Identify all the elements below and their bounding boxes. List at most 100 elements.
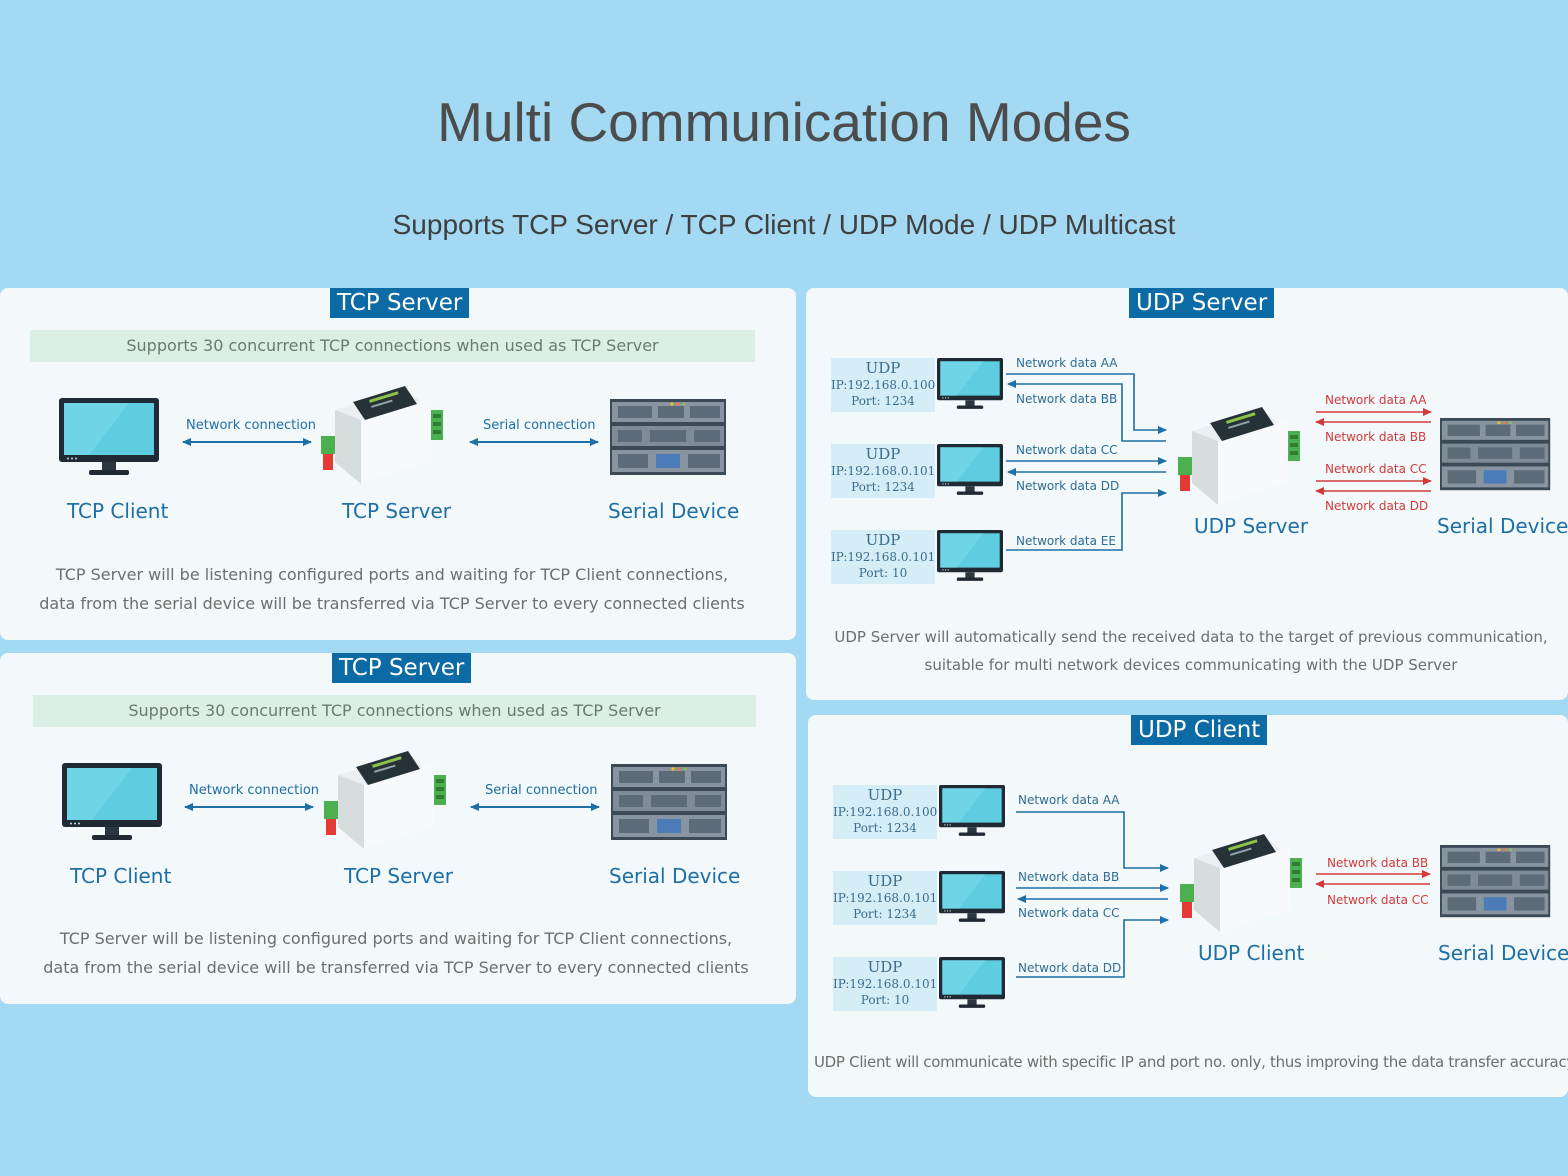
panel-description: UDP Server will automatically send the r… — [806, 623, 1568, 679]
udp-host-ip: IP:192.168.0.101 — [833, 977, 938, 991]
udp-host-box: UDP IP:192.168.0.101 Port: 1234 — [833, 871, 937, 925]
monitor-icon — [939, 871, 1005, 922]
udp-server-panel: UDP Server UDP IP:192.168.0.100 Port: 12… — [806, 288, 1568, 700]
udp-host-box: UDP IP:192.168.0.101 Port: 1234 — [831, 444, 935, 498]
monitor-icon — [62, 763, 162, 840]
monitor-icon — [937, 358, 1003, 409]
panel-title: TCP Server — [332, 653, 472, 683]
monitor-icon — [937, 530, 1003, 581]
udp-host-proto: UDP — [865, 445, 901, 463]
panel-description: UDP Client will communicate with specifi… — [814, 1053, 1568, 1071]
serial-link-label: Network data AA — [1325, 393, 1427, 407]
udp-host-box: UDP IP:192.168.0.101 Port: 10 — [833, 957, 937, 1011]
link-label: Network data EE — [1016, 534, 1116, 548]
udp-host-port: Port: 1234 — [853, 907, 917, 921]
udp-host-proto: UDP — [867, 872, 903, 890]
link-label: Network data DD — [1016, 479, 1120, 493]
udp-host-ip: IP:192.168.0.100 — [831, 378, 936, 392]
serial-connection-label: Serial connection — [483, 418, 596, 433]
udp-host-box: UDP IP:192.168.0.101 Port: 10 — [831, 530, 935, 584]
serial-link-label: Network data BB — [1325, 430, 1427, 444]
udp-host-port: Port: 1234 — [853, 821, 917, 835]
udp-host-box: UDP IP:192.168.0.100 Port: 1234 — [833, 785, 937, 839]
panel-title: UDP Server — [1129, 288, 1275, 318]
link-aa — [1006, 373, 1167, 434]
server-rack-icon — [1440, 845, 1551, 918]
panel-title: TCP Server — [330, 288, 470, 318]
monitor-icon — [59, 398, 159, 475]
description-line: UDP Server will automatically send the r… — [834, 628, 1548, 646]
description-line: TCP Server will be listening configured … — [55, 565, 729, 584]
description-line: data from the serial device will be tran… — [43, 958, 749, 977]
tcp-server-label: TCP Server — [344, 864, 454, 888]
udp-host-port: Port: 1234 — [851, 480, 915, 494]
udp-host-proto: UDP — [867, 786, 903, 804]
panel-description: TCP Server will be listening configured … — [4, 924, 788, 982]
udp-client-panel: UDP Client UDP IP:192.168.0.100 Port: 12… — [808, 715, 1568, 1097]
udp-host-proto: UDP — [865, 531, 901, 549]
network-connection-label: Network connection — [186, 418, 317, 433]
serial-link-label: Network data BB — [1327, 856, 1429, 870]
converter-module-icon — [324, 751, 446, 849]
link-aa — [1016, 811, 1169, 872]
tcp-client-label: TCP Client — [67, 499, 169, 523]
description-line: data from the serial device will be tran… — [39, 594, 745, 613]
link-dd — [1016, 916, 1169, 978]
serial-link-label: Network data DD — [1325, 499, 1429, 513]
converter-module-icon — [1178, 407, 1300, 505]
monitor-icon — [939, 957, 1005, 1008]
udp-host-box: UDP IP:192.168.0.100 Port: 1234 — [831, 358, 935, 412]
link-label: Network data DD — [1018, 961, 1122, 975]
tcp-server-label: TCP Server — [342, 499, 452, 523]
server-rack-icon — [611, 764, 727, 840]
udp-host-port: Port: 1234 — [851, 394, 915, 408]
tcp-diagram — [62, 751, 727, 849]
panel-description: TCP Server will be listening configured … — [0, 560, 784, 618]
udp-server-diagram — [937, 358, 1551, 581]
description-line: TCP Server will be listening configured … — [59, 929, 733, 948]
page-title: Multi Communication Modes — [437, 91, 1131, 153]
serial-link-label: Network data CC — [1327, 893, 1429, 907]
description-line: suitable for multi network devices commu… — [924, 656, 1458, 674]
panel-title: UDP Client — [1131, 715, 1268, 745]
udp-server-label: UDP Server — [1194, 514, 1309, 538]
link-label: Network data BB — [1016, 392, 1118, 406]
converter-module-icon — [321, 386, 443, 484]
udp-host-proto: UDP — [865, 359, 901, 377]
link-label: Network data CC — [1018, 906, 1120, 920]
link-bb — [1007, 380, 1166, 442]
udp-host-ip: IP:192.168.0.101 — [831, 464, 936, 478]
link-ee — [1006, 489, 1167, 551]
link-label: Network data AA — [1016, 356, 1118, 370]
network-connection-label: Network connection — [189, 783, 320, 798]
udp-host-port: Port: 10 — [860, 993, 910, 1007]
tcp-diagram — [59, 386, 726, 484]
tcp-server-panel: TCP Server Supports 30 concurrent TCP co… — [0, 288, 796, 640]
serial-device-label: Serial Device — [1437, 514, 1568, 538]
server-rack-icon — [1440, 418, 1551, 491]
link-label: Network data BB — [1018, 870, 1120, 884]
serial-link-label: Network data CC — [1325, 462, 1427, 476]
serial-device-label: Serial Device — [1438, 941, 1568, 965]
tcp-client-label: TCP Client — [70, 864, 172, 888]
converter-module-icon — [1180, 834, 1302, 932]
serial-device-label: Serial Device — [609, 864, 741, 888]
server-rack-icon — [610, 399, 726, 475]
udp-client-label: UDP Client — [1198, 941, 1305, 965]
link-label: Network data AA — [1018, 793, 1120, 807]
udp-host-proto: UDP — [867, 958, 903, 976]
serial-connection-label: Serial connection — [485, 783, 598, 798]
udp-host-ip: IP:192.168.0.101 — [831, 550, 936, 564]
monitor-icon — [939, 785, 1005, 836]
link-label: Network data CC — [1016, 443, 1118, 457]
page-subtitle: Supports TCP Server / TCP Client / UDP M… — [392, 209, 1176, 240]
monitor-icon — [937, 444, 1003, 495]
tcp-server-panel: TCP Server Supports 30 concurrent TCP co… — [0, 653, 796, 1004]
concurrency-note: Supports 30 concurrent TCP connections w… — [33, 695, 756, 727]
udp-client-diagram — [939, 785, 1551, 1008]
udp-host-ip: IP:192.168.0.101 — [833, 891, 938, 905]
udp-host-ip: IP:192.168.0.100 — [833, 805, 938, 819]
udp-host-port: Port: 10 — [858, 566, 908, 580]
concurrency-note: Supports 30 concurrent TCP connections w… — [30, 330, 755, 362]
serial-device-label: Serial Device — [608, 499, 740, 523]
